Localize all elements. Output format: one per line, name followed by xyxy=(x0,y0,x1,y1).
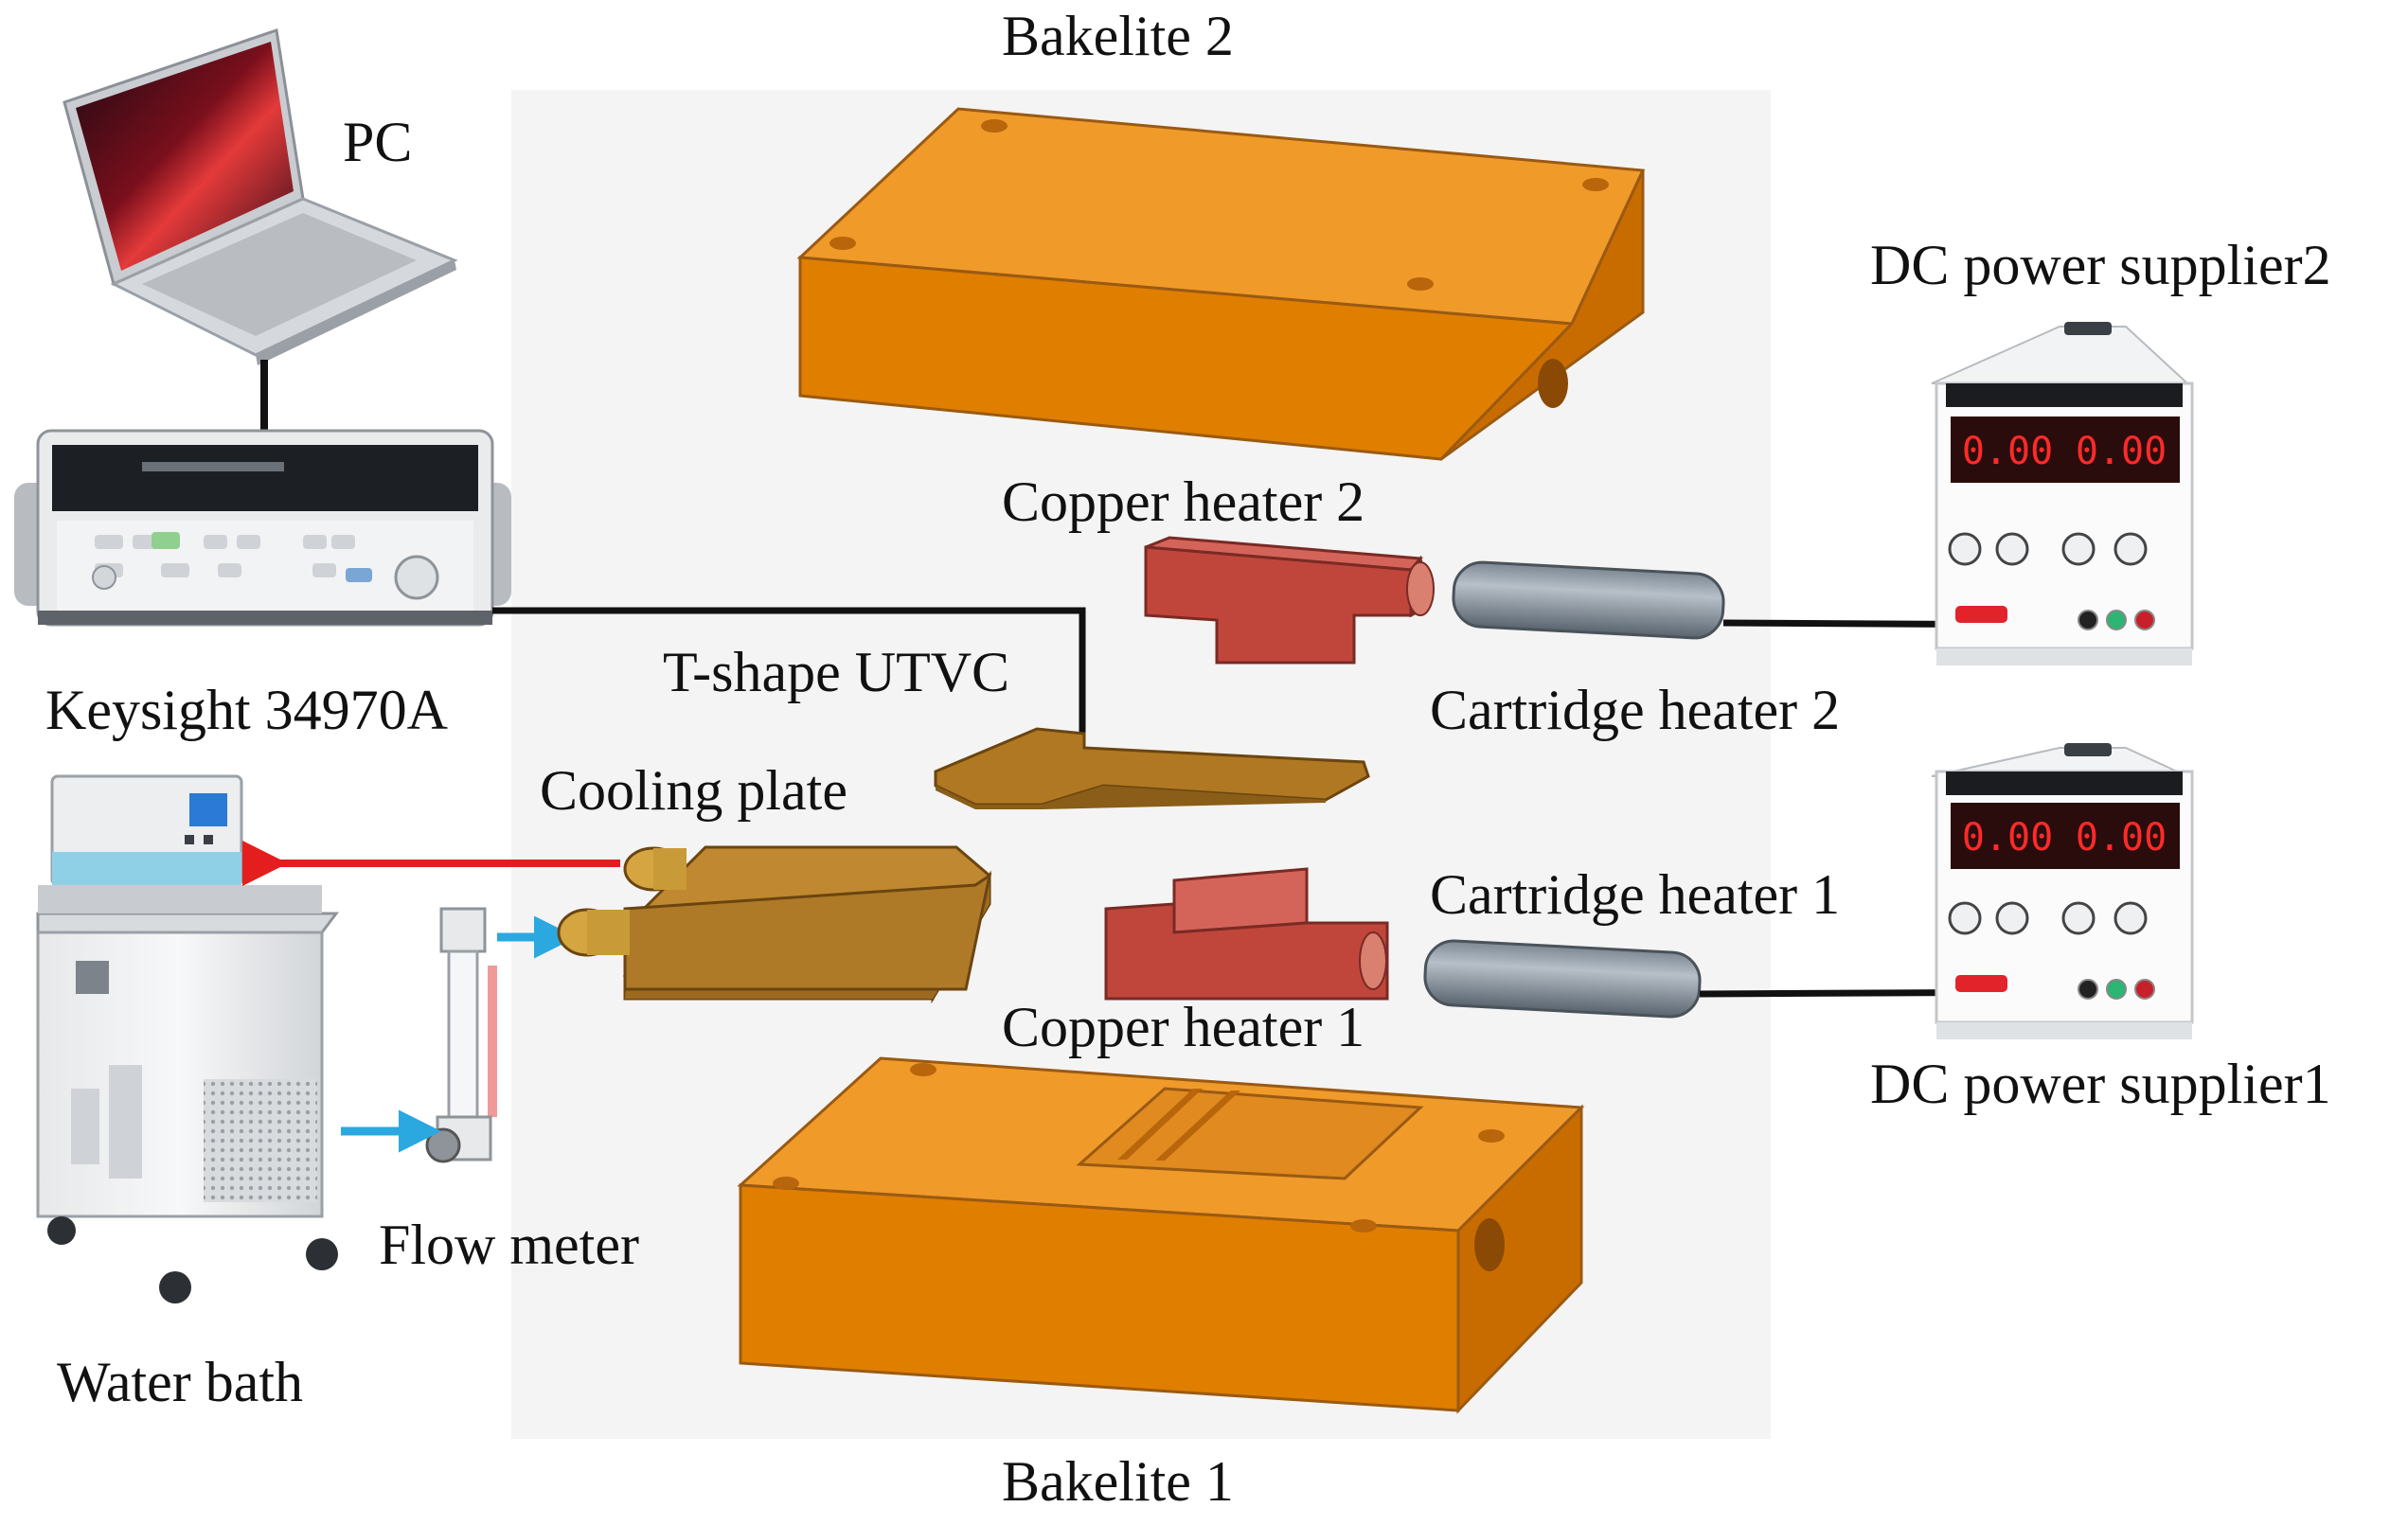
psu1-current-readout: 0.00 xyxy=(2076,816,2167,860)
copper-heater-2-label: Copper heater 2 xyxy=(1002,470,1365,533)
bakelite-2-block xyxy=(796,107,1646,461)
pc-label: PC xyxy=(343,111,413,173)
psu2-voltage-readout: 0.00 xyxy=(1962,430,2053,473)
keysight-data-logger xyxy=(14,429,511,627)
bakelite-1-block xyxy=(737,1056,1585,1414)
flow-meter-label: Flow meter xyxy=(379,1214,639,1276)
flow-meter xyxy=(425,907,497,1163)
thermocouple-wire xyxy=(492,607,1086,738)
psu2-current-readout: 0.00 xyxy=(2076,430,2167,473)
psu1-voltage-readout: 0.00 xyxy=(1962,816,2053,860)
bakelite-1-label: Bakelite 1 xyxy=(1002,1450,1234,1513)
cooling-plate xyxy=(557,845,992,1004)
dc-power-supply-1: 0.00 0.00 xyxy=(1931,743,2194,1039)
laptop-icon xyxy=(62,28,458,365)
water-bath-label: Water bath xyxy=(57,1351,304,1413)
dc-power-supplier-1-label: DC power supplier1 xyxy=(1870,1053,2331,1115)
copper-heater-2 xyxy=(1144,536,1435,665)
t-shape-utvc xyxy=(934,727,1370,809)
copper-heater-1 xyxy=(1104,867,1389,1001)
copper-heater-1-label: Copper heater 1 xyxy=(1002,996,1365,1058)
water-bath xyxy=(36,774,339,1303)
keysight-label: Keysight 34970A xyxy=(45,679,448,741)
cooling-plate-label: Cooling plate xyxy=(540,759,847,822)
dc-power-supply-2: 0.00 0.00 xyxy=(1931,322,2194,665)
cartridge-heater-1 xyxy=(1423,939,1702,1019)
cartridge-heater-2-label: Cartridge heater 2 xyxy=(1430,679,1841,741)
t-shape-utvc-label: T-shape UTVC xyxy=(663,641,1010,703)
cartridge-heater-1-label: Cartridge heater 1 xyxy=(1430,863,1841,926)
cartridge-heater-2 xyxy=(1452,560,1725,640)
dc-power-supplier-2-label: DC power supplier2 xyxy=(1870,234,2331,296)
bakelite-2-label: Bakelite 2 xyxy=(1002,5,1234,67)
